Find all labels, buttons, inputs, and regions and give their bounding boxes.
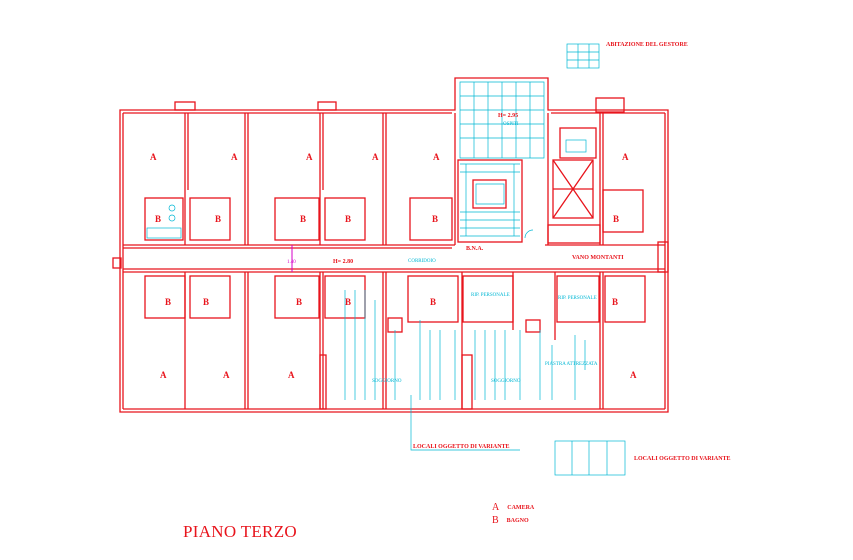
bottom-room-letters: B B B B B B A A A A — [160, 297, 637, 380]
top-room-letters: A A A A A A B B B B B — [150, 152, 629, 224]
room-a-2: A — [231, 152, 238, 162]
legend-bagno: B BAGNO — [492, 510, 529, 528]
legend-camera: A CAMERA — [492, 497, 534, 515]
legend-a-key: A — [492, 502, 500, 513]
room-b-10: B — [345, 297, 351, 307]
room-a-5: A — [433, 152, 440, 162]
room-b-5: B — [432, 214, 438, 224]
room-a-1: A — [150, 152, 157, 162]
cupboard-label: OSPITI — [503, 122, 519, 127]
room-b-8: B — [203, 297, 209, 307]
room-a-7: A — [160, 370, 167, 380]
room-a-6: A — [622, 152, 629, 162]
legend-a-label: CAMERA — [507, 505, 535, 511]
elev-label: B.N.A. — [466, 246, 484, 252]
staff-room-1: RIP. PERSONALE — [471, 293, 510, 298]
staff-room-2: RIP. PERSONALE — [558, 296, 597, 301]
corridor-label: CORRIDOIO — [408, 259, 436, 264]
room-a-4: A — [372, 152, 379, 162]
room-b-11: B — [430, 297, 436, 307]
ext-area-label: PIASTRA ATTREZZATA — [545, 362, 598, 367]
room-a-3: A — [306, 152, 313, 162]
dim-label: 1.40 — [287, 260, 296, 265]
legend-b-label: BAGNO — [506, 518, 529, 524]
room-a-9: A — [288, 370, 295, 380]
variant-note-2: LOCALI OGGETTO DI VARIANTE — [634, 456, 731, 462]
lounge-label-1: SOGGIORNO — [372, 379, 402, 384]
variant-note-1: LOCALI OGGETTO DI VARIANTE — [413, 444, 510, 450]
room-b-6: B — [613, 214, 619, 224]
legend-b-key: B — [492, 515, 499, 526]
room-b-3: B — [300, 214, 306, 224]
lounge-label-2: SOGGIORNO — [491, 379, 521, 384]
shafts-label: VANO MONTANTI — [572, 255, 624, 261]
cyan-details — [146, 43, 626, 476]
room-b-1: B — [155, 214, 161, 224]
room-b-7: B — [165, 297, 171, 307]
height-label-1: H= 2.95 — [498, 113, 518, 119]
room-a-8: A — [223, 370, 230, 380]
manager-flat-note: ABITAZIONE DEL GESTORE — [606, 42, 688, 48]
room-b-2: B — [215, 214, 221, 224]
walls — [112, 77, 669, 413]
room-a-10: A — [630, 370, 637, 380]
room-b-12: B — [612, 297, 618, 307]
room-b-9: B — [296, 297, 302, 307]
room-b-4: B — [345, 214, 351, 224]
page-title: PIANO TERZO — [183, 522, 297, 541]
height-label-2: H= 2.80 — [333, 259, 353, 265]
